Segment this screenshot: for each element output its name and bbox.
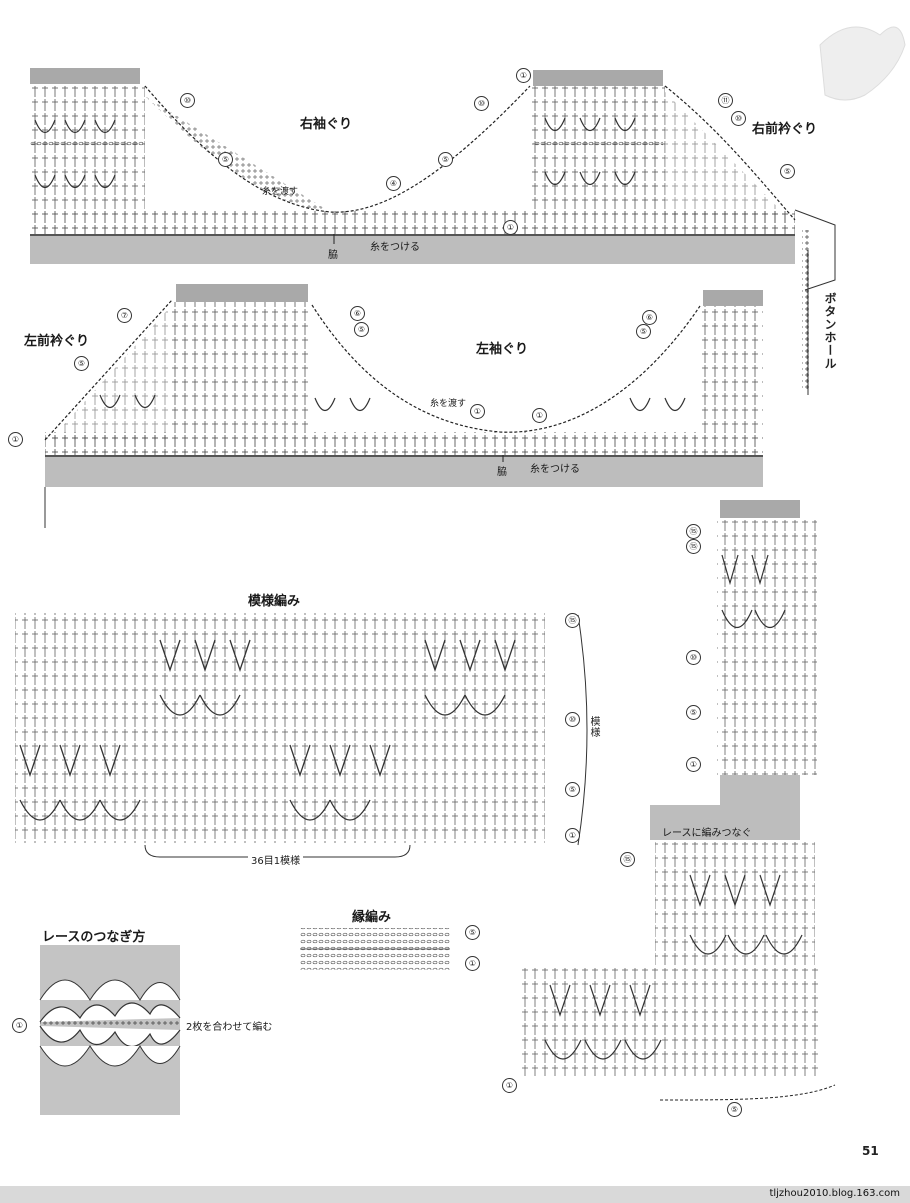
row-marker: ⑤ <box>686 705 701 720</box>
row-marker: ⑩ <box>731 111 746 126</box>
row-marker: ⑩ <box>565 712 580 727</box>
row-marker: ⑤ <box>438 152 453 167</box>
row-marker: ⑦ <box>117 308 132 323</box>
label-lace-join-note: 2枚を合わせて編む <box>186 1022 273 1033</box>
row-marker: ⑮ <box>686 524 701 539</box>
label-left-front-neck: 左前衿ぐり <box>24 334 90 349</box>
label-cut-yarn-bottom: 糸を渡す <box>430 399 467 409</box>
label-right-front-neck: 右前衿ぐり <box>752 122 818 137</box>
row-marker: ⑥ <box>350 306 365 321</box>
row-marker: ⑤ <box>636 324 651 339</box>
row-marker: ① <box>686 757 701 772</box>
page-number: 51 <box>862 1144 879 1158</box>
row-marker: ⑩ <box>686 650 701 665</box>
row-marker: ⑩ <box>180 93 195 108</box>
row-marker: ① <box>8 432 23 447</box>
row-marker: ① <box>470 404 485 419</box>
row-marker: ① <box>12 1018 27 1033</box>
row-marker: ① <box>502 1078 517 1093</box>
row-marker: ④ <box>386 176 401 191</box>
row-marker: ⑪ <box>718 93 733 108</box>
row-marker: ⑤ <box>727 1102 742 1117</box>
row-marker: ⑤ <box>354 322 369 337</box>
label-pattern-repeat: 36目1模様 <box>248 852 304 867</box>
border-stitch-chart <box>300 928 450 970</box>
pattern-stitch-chart <box>15 613 588 858</box>
watermark-bar: tljzhou2010.blog.163.com <box>0 1186 910 1203</box>
row-marker: ① <box>565 828 580 843</box>
row-marker: ⑮ <box>565 613 580 628</box>
label-left-sleeve: 左袖ぐり <box>476 342 529 357</box>
label-buttonhole: ボタンホール <box>823 292 837 370</box>
label-right-sleeve: 右袖ぐり <box>300 117 353 132</box>
label-lace-join-title: レースのつなぎ方 <box>42 930 146 945</box>
label-pattern-title: 模様編み <box>248 594 301 609</box>
row-marker: ① <box>516 68 531 83</box>
label-cut-yarn-top: 糸を渡す <box>262 187 299 197</box>
row-marker: ⑮ <box>686 539 701 554</box>
lace-join-diagram <box>39 945 181 1115</box>
row-marker: ① <box>503 220 518 235</box>
label-border-title: 縁編み <box>352 910 392 925</box>
front-band-chart <box>518 500 836 1101</box>
label-lace-join-to: レースに編みつなぐ <box>662 824 752 839</box>
label-attach-yarn-top: 糸をつける <box>370 242 420 253</box>
watermark-text: tljzhou2010.blog.163.com <box>769 1188 900 1199</box>
row-marker: ⑤ <box>465 925 480 940</box>
label-side-top: 脇 <box>328 250 338 261</box>
row-marker: ⑮ <box>620 852 635 867</box>
label-pattern-side: 模様 <box>588 716 599 738</box>
row-marker: ① <box>532 408 547 423</box>
row-marker: ⑤ <box>74 356 89 371</box>
row-marker: ⑤ <box>218 152 233 167</box>
right-yoke-chart <box>30 68 836 395</box>
row-marker: ⑤ <box>565 782 580 797</box>
label-side-bottom: 脇 <box>497 467 507 478</box>
label-attach-yarn-bottom: 糸をつける <box>530 464 580 475</box>
row-marker: ⑥ <box>642 310 657 325</box>
row-marker: ⑤ <box>780 164 795 179</box>
left-yoke-chart <box>44 284 763 528</box>
row-marker: ① <box>465 956 480 971</box>
row-marker: ⑩ <box>474 96 489 111</box>
